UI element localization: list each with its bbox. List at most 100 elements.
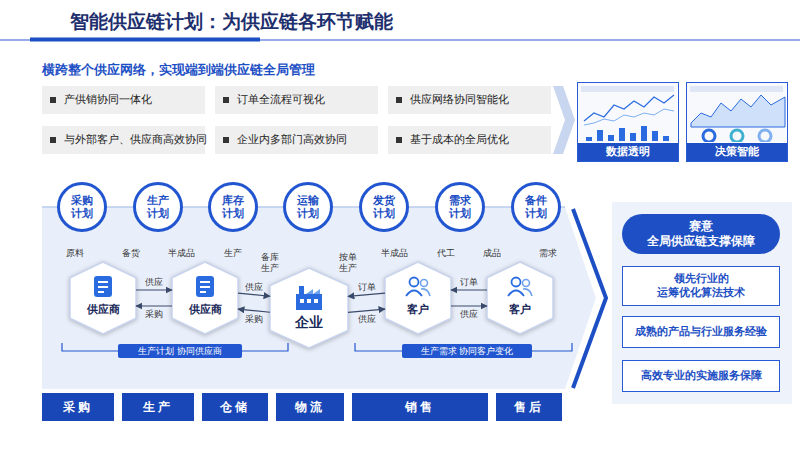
chart-thumbnail (578, 83, 677, 142)
stage-bar: 生产 (122, 393, 194, 421)
party-name: 企业 (270, 314, 348, 332)
plan-label: 需求 计划 (447, 194, 473, 220)
support-text: 领先行业的 运筹优化算法技术 (641, 272, 761, 300)
flow-label: 采购 (145, 308, 163, 321)
feature-box: 企业内多部门高效协同 (215, 126, 378, 154)
plan-label: 库存 计划 (220, 194, 246, 220)
supply-band (42, 207, 596, 389)
flow-arrow (451, 289, 487, 290)
stage-text: 销售 (405, 399, 435, 416)
flow-label: 订单 (460, 276, 478, 289)
stage-text: 物流 (295, 399, 325, 416)
page-title: 智能供应链计划：为供应链各环节赋能 (70, 9, 393, 35)
stage-text: 采购 (63, 399, 93, 416)
hexagon-shape (385, 262, 451, 334)
flow-arrow (451, 305, 487, 306)
bullet-square (223, 137, 229, 143)
material-label: 半成品 (381, 247, 408, 260)
feature-text: 供应网络协同智能化 (410, 93, 509, 107)
flow-label: 供应 (145, 276, 163, 289)
support-box: 高效专业的实施服务保障 (622, 360, 780, 392)
party-hexagon: 原料备货供应商 (70, 262, 136, 334)
feature-box: 基于成本的全局优化 (388, 126, 551, 154)
flow-label: 供应 (358, 312, 376, 325)
screenshot-panel: 决策智能 (686, 82, 788, 162)
party-hexagon: 成品需求客户 (487, 262, 553, 334)
flow-arrow (348, 293, 385, 296)
stage-bar: 销售 (352, 393, 488, 421)
flow-arrow (136, 289, 172, 290)
bracket-tag: 生产计划 协同供应商 (118, 344, 242, 358)
support-pill: 赛意 全局供应链支撑保障 (622, 214, 780, 254)
stage-bar: 售后 (496, 393, 562, 421)
stage-text: 售后 (514, 399, 544, 416)
party-name: 供应商 (70, 302, 136, 317)
hexagon-shape (487, 262, 553, 334)
bracket-text: 生产计划 协同供应商 (138, 345, 222, 358)
plan-label: 运输 计划 (295, 194, 321, 220)
hexagon-shape (270, 268, 348, 348)
bullet-square (50, 137, 56, 143)
material-label: 备货 (122, 247, 140, 260)
stage-bar: 物流 (276, 393, 344, 421)
plan-label: 发货 计划 (371, 194, 397, 220)
material-label: 生产 (224, 247, 242, 260)
mode-label: 备库 生产 (260, 252, 280, 274)
party-hexagon: 半成品代工客户 (385, 262, 451, 334)
plan-circle: 运输 计划 (283, 182, 333, 232)
feature-text: 企业内多部门高效协同 (237, 133, 347, 147)
support-text: 成熟的产品与行业服务经验 (635, 325, 767, 339)
flow-label: 采购 (245, 312, 263, 325)
stage-text: 生产 (143, 399, 173, 416)
feature-box: 供应网络协同智能化 (388, 86, 551, 114)
bullet-square (50, 97, 56, 103)
stage-text: 仓储 (220, 399, 250, 416)
title-rule-accent (30, 38, 260, 42)
flow-chevron (553, 86, 575, 154)
material-label: 成品 (483, 247, 501, 260)
material-label: 原料 (66, 247, 84, 260)
bracket-text: 生产需求 协同客户变化 (421, 345, 514, 358)
feature-box: 与外部客户、供应商高效协同 (42, 126, 205, 154)
plan-circle: 生产 计划 (133, 182, 183, 232)
flow-label: 供应 (460, 308, 478, 321)
feature-text: 基于成本的全局优化 (410, 133, 509, 147)
sub-heading: 横跨整个供应网络，实现端到端供应链全局管理 (42, 62, 315, 79)
plan-circle: 采购 计划 (57, 182, 107, 232)
support-box: 领先行业的 运筹优化算法技术 (622, 266, 780, 306)
material-label: 代工 (437, 247, 455, 260)
support-title: 赛意 全局供应链支撑保障 (639, 219, 763, 249)
screenshot-caption: 决策智能 (687, 143, 787, 161)
feature-box: 订单全流程可视化 (215, 86, 378, 114)
hexagon-shape (172, 262, 238, 334)
bracket-tag: 生产需求 协同客户变化 (402, 344, 532, 358)
feature-text: 订单全流程可视化 (237, 93, 325, 107)
bullet-square (396, 137, 402, 143)
plan-label: 备件 计划 (523, 194, 549, 220)
flow-label: 供应 (245, 280, 263, 293)
party-name: 客户 (487, 302, 553, 317)
band-chevron (573, 209, 606, 388)
mode-label: 按单 生产 (338, 252, 358, 274)
party-name: 供应商 (172, 302, 238, 317)
feature-box: 产供销协同一体化 (42, 86, 205, 114)
party-hexagon: 备库 生产按单 生产企业 (270, 268, 348, 348)
plan-circle: 需求 计划 (435, 182, 485, 232)
support-text: 高效专业的实施服务保障 (641, 369, 762, 383)
flow-arrow (136, 305, 172, 306)
flow-label: 订单 (358, 280, 376, 293)
bullet-square (396, 97, 402, 103)
feature-text: 与外部客户、供应商高效协同 (64, 133, 207, 147)
material-label: 需求 (539, 247, 557, 260)
party-hexagon: 半成品生产供应商 (172, 262, 238, 334)
bullet-square (223, 97, 229, 103)
plan-circle: 备件 计划 (511, 182, 561, 232)
flow-arrow (348, 309, 385, 312)
flow-arrow (238, 309, 270, 312)
plan-circle: 发货 计划 (359, 182, 409, 232)
plan-label: 生产 计划 (145, 194, 171, 220)
plan-circle: 库存 计划 (208, 182, 258, 232)
stage-bar: 采购 (42, 393, 114, 421)
